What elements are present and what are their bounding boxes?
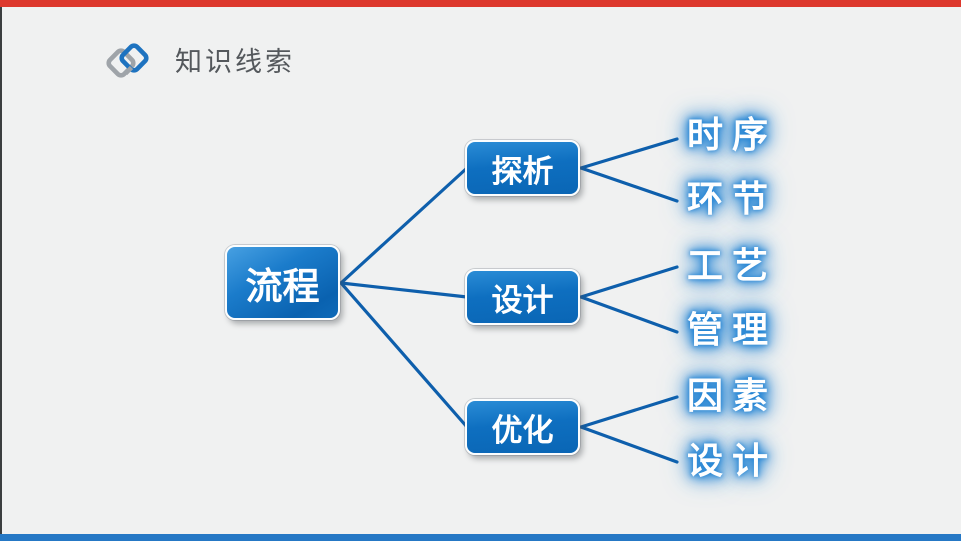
bottom-accent-bar [0,534,961,541]
window-left-edge [0,0,2,541]
leaf-label-design: 设计 [686,440,777,481]
branch-node-optimize: 优化 [465,399,580,455]
branch-node-explore: 探析 [465,140,580,196]
branch-node-design: 设计 [465,269,580,325]
leaf-label-management: 管理 [686,309,777,350]
interlocked-diamonds-icon [106,43,149,78]
slide-header: 知识线索 [103,40,295,84]
slide-title: 知识线索 [175,47,295,77]
leaf-label-links: 环节 [686,178,777,219]
leaf-label-craft: 工艺 [686,245,777,286]
leaf-label-factors: 因素 [686,375,777,416]
top-accent-bar [0,0,961,7]
root-node: 流程 [225,245,340,320]
leaf-label-timing: 时序 [686,114,777,155]
